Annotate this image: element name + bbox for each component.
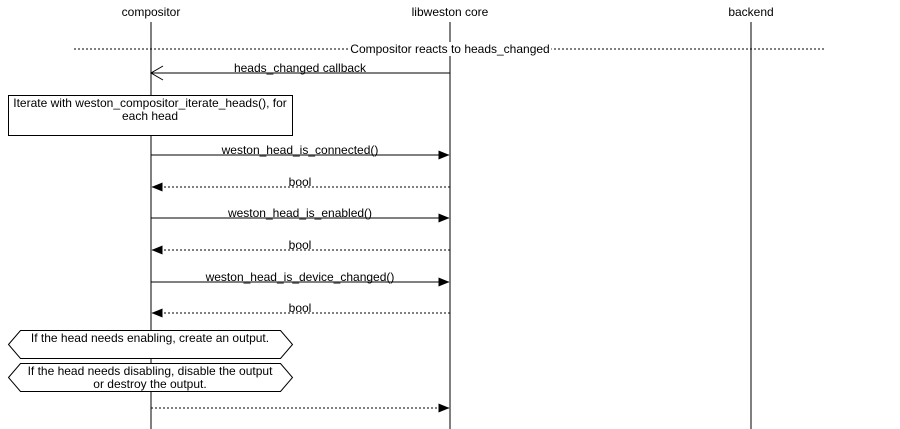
message-label-bool-return-3: bool (288, 301, 312, 315)
note-text-iterate-heads: Iterate with weston_compositor_iterate_h… (13, 96, 287, 123)
message-label-weston-head-is-enabled: weston_head_is_enabled() (227, 206, 373, 220)
participant-label-libweston-core: libweston core (411, 5, 489, 19)
condition-text-disable-head: If the head needs disabling, disable the… (27, 364, 273, 391)
message-label-heads-changed-callback: heads_changed callback (233, 61, 367, 75)
separator-label-heads-changed: Compositor reacts to heads_changed (348, 42, 552, 56)
arrowhead-open-heads-changed-callback (150, 65, 164, 81)
message-label-bool-return-2: bool (288, 238, 312, 252)
message-label-weston-head-is-device-changed: weston_head_is_device_changed() (205, 270, 395, 284)
message-label-bool-return-1: bool (288, 175, 312, 189)
participant-label-backend: backend (728, 5, 774, 19)
condition-text-enable-head: If the head needs enabling, create an ou… (30, 331, 270, 345)
participant-label-compositor: compositor (121, 5, 181, 19)
message-label-weston-head-is-connected: weston_head_is_connected() (221, 143, 379, 157)
